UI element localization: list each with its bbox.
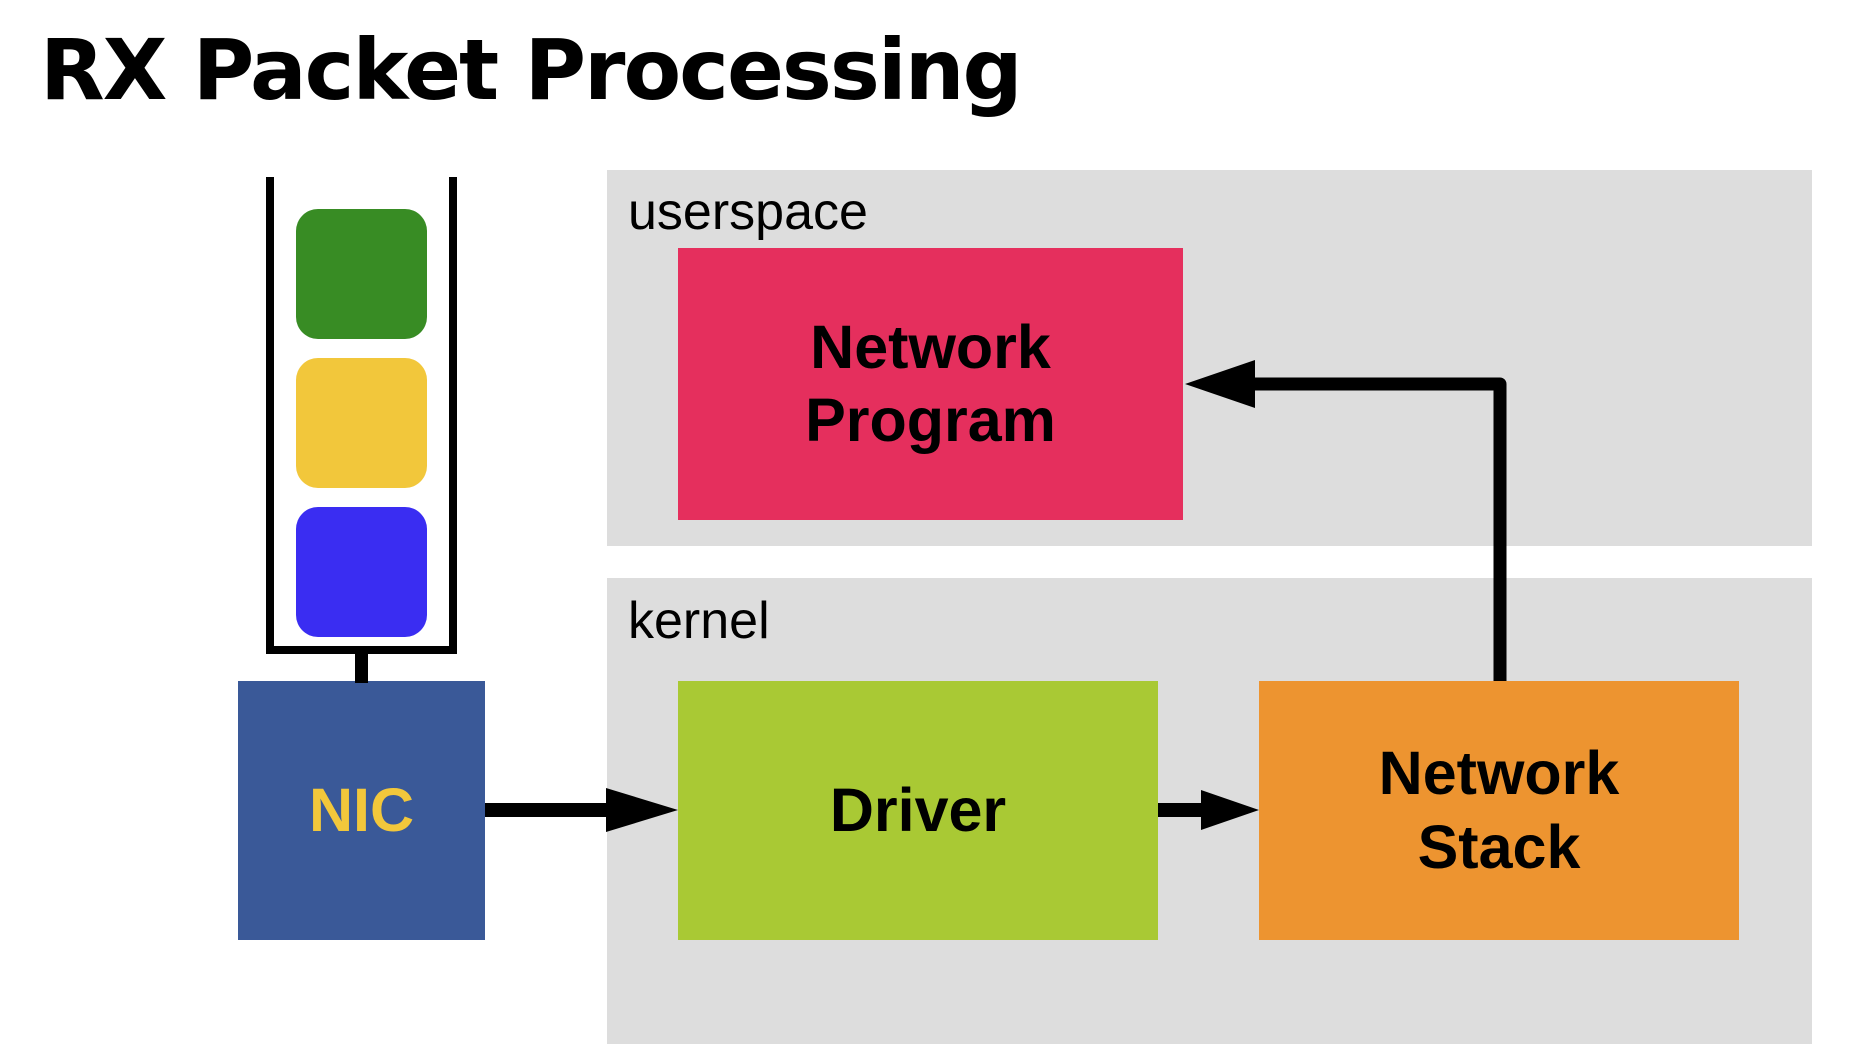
rx-queue-slot [296, 209, 427, 339]
rx-queue-slot [296, 507, 427, 637]
nic-block: NIC [238, 681, 485, 940]
network-program-block: Network Program [678, 248, 1183, 520]
rx-queue-wall-right [449, 177, 457, 654]
arrow-nic-to-driver [485, 788, 678, 832]
nic-label: NIC [308, 775, 415, 844]
network-stack-label-line-2: Stack [1417, 812, 1581, 881]
queue-nic-connector [355, 650, 368, 683]
network-program-label-line-2: Program [805, 386, 1056, 454]
slide-title: RX Packet Processing [40, 21, 1023, 119]
arrow-stack-to-program [1185, 360, 1507, 681]
kernel-label: kernel [628, 592, 770, 650]
network-program-label-line-1: Network [810, 312, 1051, 381]
network-stack-block: Network Stack [1259, 681, 1739, 940]
userspace-label: userspace [628, 183, 868, 241]
driver-block: Driver [678, 681, 1158, 940]
rx-queue-wall-left [266, 177, 274, 654]
rx-queue-slot [296, 358, 427, 488]
network-stack-label-line-1: Network [1378, 739, 1620, 808]
driver-label: Driver [829, 775, 1007, 844]
arrow-driver-to-stack [1158, 790, 1259, 830]
